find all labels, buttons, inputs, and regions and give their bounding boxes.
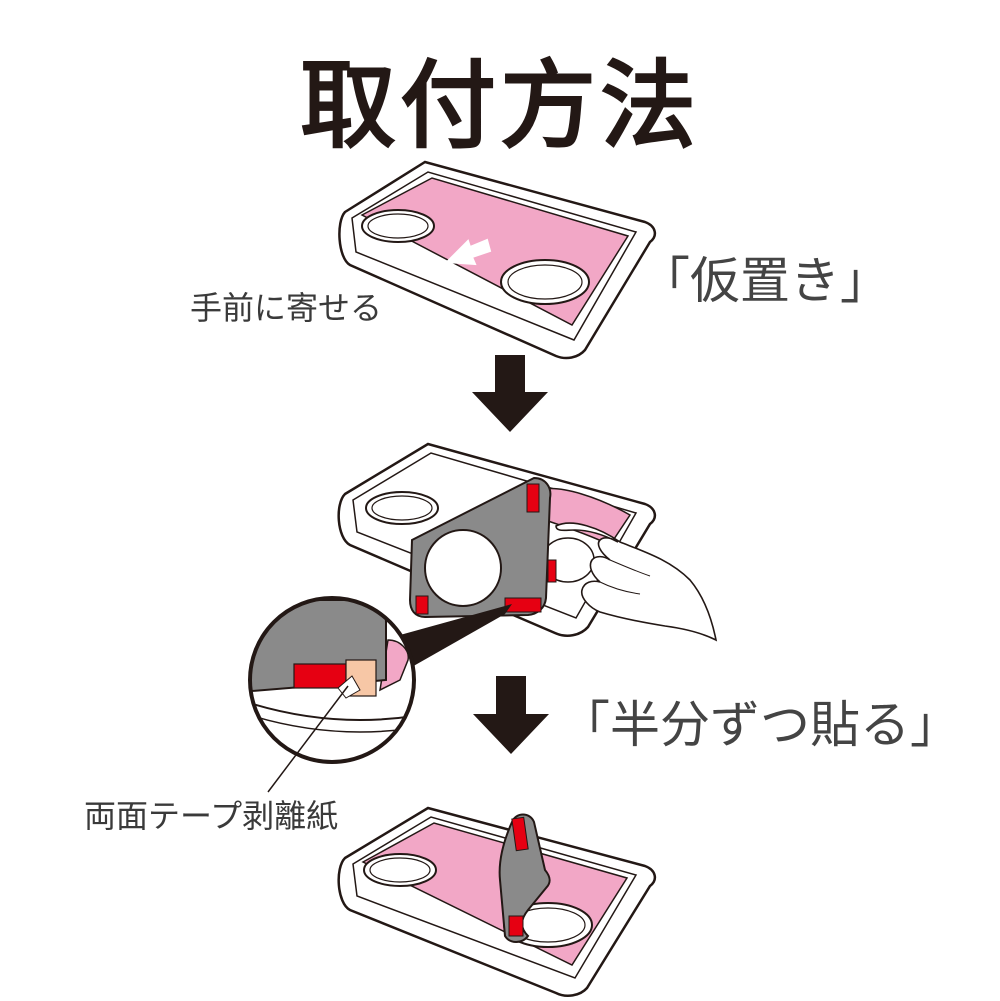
step3-case — [337, 806, 657, 997]
down-arrow-2 — [473, 676, 549, 754]
step2-tape-bottom — [504, 597, 542, 613]
label-stick-half: 「半分ずつ貼る」 — [560, 696, 960, 754]
label-tape-liner: 両面テープ剥離紙 — [84, 797, 339, 835]
label-temporary-place: 「仮置き」 — [640, 252, 890, 310]
step1-right-hole — [500, 259, 590, 305]
label-slide-forward: 手前に寄せる — [190, 289, 383, 327]
step3-left-hole — [363, 853, 437, 887]
page-title: 取付方法 — [300, 50, 700, 162]
liner-leader-line — [267, 685, 349, 793]
step2-case — [337, 442, 718, 642]
step1-case — [338, 160, 657, 360]
zoom-red-tape — [293, 663, 347, 689]
step1-slide-arrow — [444, 238, 492, 266]
step3-tape-top — [511, 816, 529, 852]
step2-left-hole — [365, 491, 439, 525]
step1-left-hole — [361, 209, 435, 243]
hand-illustration — [555, 522, 718, 642]
zoom-connector — [382, 604, 512, 668]
step3-tape-bottom — [508, 915, 524, 937]
step2-grey-hole — [424, 529, 502, 607]
zoom-detail — [248, 596, 416, 764]
step2-tape-right — [547, 559, 557, 583]
step2-tape-top — [526, 483, 540, 513]
step2-tape-left — [415, 595, 429, 615]
down-arrow-1 — [472, 355, 548, 432]
